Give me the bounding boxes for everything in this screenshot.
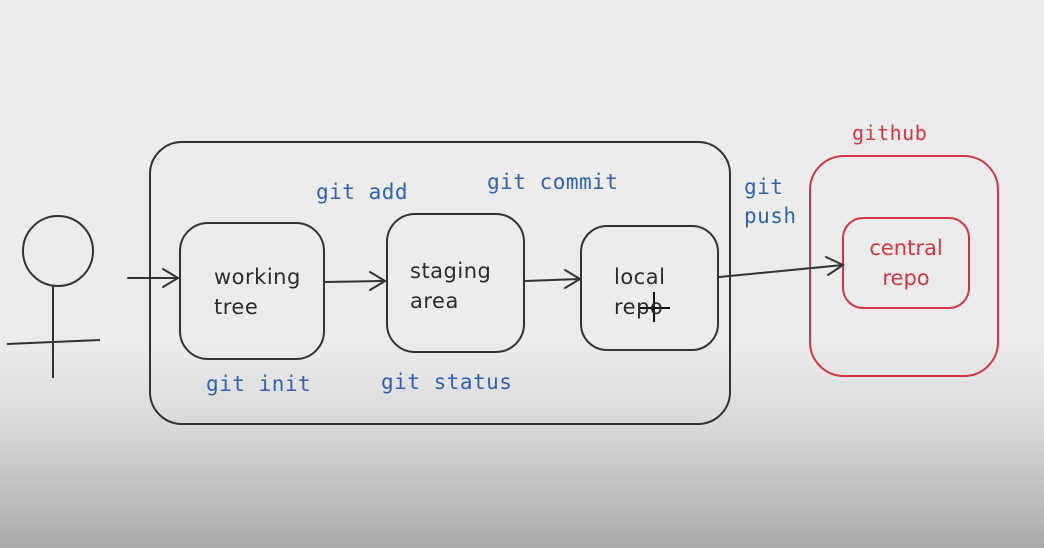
staging-area-box xyxy=(386,213,525,353)
local-repo-line2: repo xyxy=(614,295,664,319)
staging-area-label: staging area xyxy=(410,256,491,316)
git-push-label-line1: git xyxy=(744,175,784,199)
git-status-label: git status xyxy=(381,370,513,394)
central-repo-line1: central xyxy=(869,236,943,260)
user-figure xyxy=(6,215,101,378)
central-repo-box xyxy=(842,217,970,309)
working-tree-line1: working xyxy=(214,265,301,289)
git-add-label: git add xyxy=(316,180,409,204)
working-tree-box xyxy=(179,222,325,360)
github-frame xyxy=(809,155,999,377)
arrow-user-to-working-tree xyxy=(127,268,180,288)
github-label: github xyxy=(852,121,928,145)
cursor-crosshair xyxy=(640,292,670,322)
arrow-working-tree-to-staging xyxy=(324,271,387,291)
arrow-local-repo-to-central-repo xyxy=(718,256,846,278)
git-commit-label: git commit xyxy=(487,170,619,194)
local-repo-label: local repo xyxy=(614,262,665,322)
local-machine-frame xyxy=(149,141,731,425)
staging-area-line2: area xyxy=(410,289,459,313)
arrow-staging-to-local-repo xyxy=(524,269,582,289)
git-init-label: git init xyxy=(206,372,312,396)
local-repo-line1: local xyxy=(614,265,666,289)
staging-area-line1: staging xyxy=(410,259,492,283)
central-repo-label: central repo xyxy=(856,233,956,293)
git-push-label-line2: push xyxy=(744,204,797,228)
working-tree-label: working tree xyxy=(214,262,301,322)
working-tree-line2: tree xyxy=(214,295,259,319)
local-repo-box xyxy=(580,225,719,351)
central-repo-line2: repo xyxy=(882,266,930,290)
